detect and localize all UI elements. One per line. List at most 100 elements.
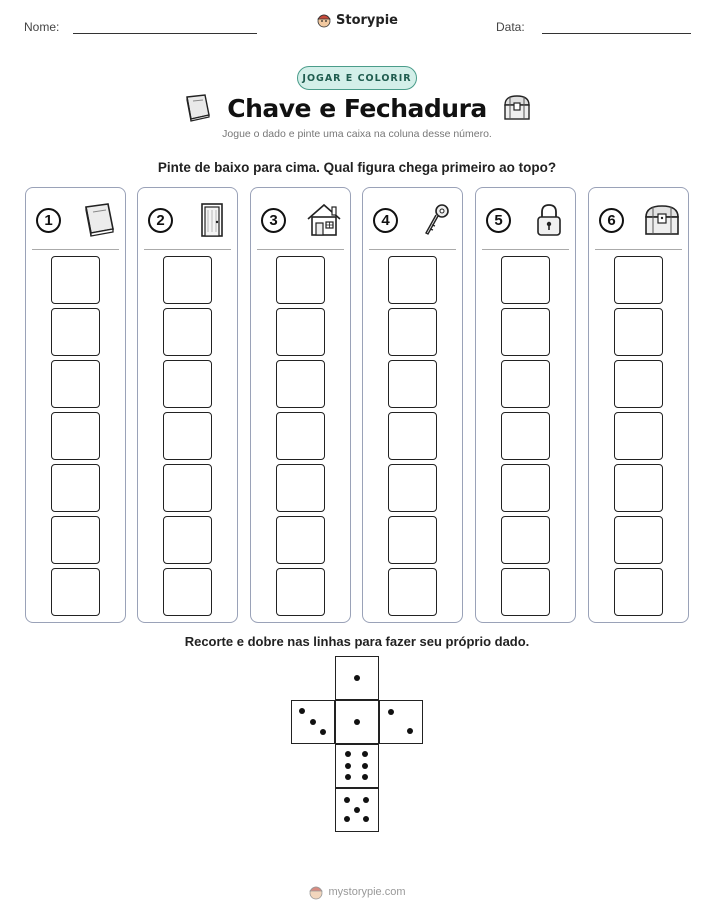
- color-box[interactable]: [276, 308, 325, 356]
- color-box[interactable]: [388, 360, 437, 408]
- column-divider: [32, 249, 119, 250]
- instruction: Pinte de baixo para cima. Qual figura ch…: [157, 160, 557, 175]
- color-box[interactable]: [51, 412, 100, 460]
- date-line[interactable]: [542, 33, 691, 34]
- color-box[interactable]: [163, 256, 212, 304]
- column-3: 3: [250, 187, 351, 623]
- die-pip: [353, 674, 360, 681]
- column-divider: [369, 249, 456, 250]
- color-box[interactable]: [163, 568, 212, 616]
- category-badge: JOGAR E COLORIR: [297, 66, 417, 90]
- brand-logo: Storypie: [0, 12, 714, 28]
- color-box[interactable]: [501, 412, 550, 460]
- column-number: 2: [148, 207, 173, 233]
- column-4: 4: [362, 187, 463, 623]
- die-pip: [345, 762, 352, 769]
- column-header: 3: [261, 200, 344, 240]
- column-6: 6: [588, 187, 689, 623]
- die-pip: [353, 718, 360, 725]
- color-box[interactable]: [276, 256, 325, 304]
- brand-name: Storypie: [336, 12, 398, 28]
- color-box[interactable]: [614, 412, 663, 460]
- color-box[interactable]: [388, 256, 437, 304]
- column-divider: [595, 249, 682, 250]
- die-face-3: [291, 700, 335, 744]
- color-box[interactable]: [276, 360, 325, 408]
- color-box[interactable]: [276, 412, 325, 460]
- die-pip: [406, 727, 413, 734]
- treasure-chest-icon: [504, 95, 530, 120]
- die-face-center: [335, 700, 379, 744]
- column-divider: [144, 249, 231, 250]
- color-box[interactable]: [501, 256, 550, 304]
- color-box[interactable]: [276, 568, 325, 616]
- book-icon: [79, 200, 119, 240]
- color-box[interactable]: [388, 308, 437, 356]
- color-box[interactable]: [388, 568, 437, 616]
- cut-instruction: Recorte e dobre nas linhas para fazer se…: [184, 634, 530, 649]
- house-icon: [304, 200, 344, 240]
- column-number: 5: [486, 207, 511, 233]
- color-box[interactable]: [614, 568, 663, 616]
- color-box[interactable]: [614, 256, 663, 304]
- column-2: 2: [137, 187, 238, 623]
- color-box[interactable]: [276, 516, 325, 564]
- column-number: 1: [36, 207, 61, 233]
- color-box[interactable]: [501, 464, 550, 512]
- color-box[interactable]: [614, 308, 663, 356]
- name-label: Nome:: [24, 20, 60, 34]
- column-number: 3: [261, 207, 286, 233]
- color-box[interactable]: [501, 568, 550, 616]
- column-header: 1: [36, 200, 119, 240]
- die-face-6: [335, 744, 379, 788]
- column-5: 5: [475, 187, 576, 623]
- color-box[interactable]: [388, 412, 437, 460]
- footer: mystorypie.com: [0, 884, 714, 900]
- color-box[interactable]: [614, 360, 663, 408]
- color-box[interactable]: [163, 412, 212, 460]
- color-box[interactable]: [501, 308, 550, 356]
- color-box[interactable]: [51, 256, 100, 304]
- color-box[interactable]: [501, 516, 550, 564]
- footer-url[interactable]: mystorypie.com: [328, 886, 406, 898]
- die-pip: [361, 762, 368, 769]
- column-header: 6: [599, 200, 682, 240]
- date-label: Data:: [496, 20, 525, 34]
- die-pip: [299, 708, 306, 715]
- color-box[interactable]: [614, 464, 663, 512]
- color-box[interactable]: [51, 308, 100, 356]
- column-1: 1: [25, 187, 126, 623]
- page-title: Chave e Fechadura: [227, 93, 487, 123]
- color-box[interactable]: [51, 568, 100, 616]
- subtitle: Jogue o dado e pinte uma caixa na coluna…: [222, 128, 492, 140]
- die-pip: [362, 797, 369, 804]
- color-box[interactable]: [163, 308, 212, 356]
- die-pip: [361, 751, 368, 758]
- color-box[interactable]: [388, 516, 437, 564]
- die-pip: [353, 806, 360, 813]
- title-row: Chave e Fechadura: [0, 88, 714, 128]
- color-box[interactable]: [276, 464, 325, 512]
- color-box[interactable]: [614, 516, 663, 564]
- color-box[interactable]: [163, 464, 212, 512]
- column-number: 4: [373, 207, 398, 233]
- color-box[interactable]: [388, 464, 437, 512]
- die-face-1: [335, 656, 379, 700]
- column-header: 5: [486, 200, 569, 240]
- die-face-2: [379, 700, 423, 744]
- color-box[interactable]: [51, 360, 100, 408]
- color-box[interactable]: [163, 516, 212, 564]
- door-icon: [191, 200, 231, 240]
- die-pip: [361, 773, 368, 780]
- die-pip: [344, 797, 351, 804]
- storypie-mascot-icon: [309, 886, 324, 900]
- name-line[interactable]: [73, 33, 257, 34]
- die-face-5: [335, 788, 379, 832]
- color-box[interactable]: [51, 516, 100, 564]
- column-divider: [257, 249, 344, 250]
- column-divider: [482, 249, 569, 250]
- color-box[interactable]: [163, 360, 212, 408]
- color-box[interactable]: [501, 360, 550, 408]
- column-number: 6: [599, 207, 624, 233]
- color-box[interactable]: [51, 464, 100, 512]
